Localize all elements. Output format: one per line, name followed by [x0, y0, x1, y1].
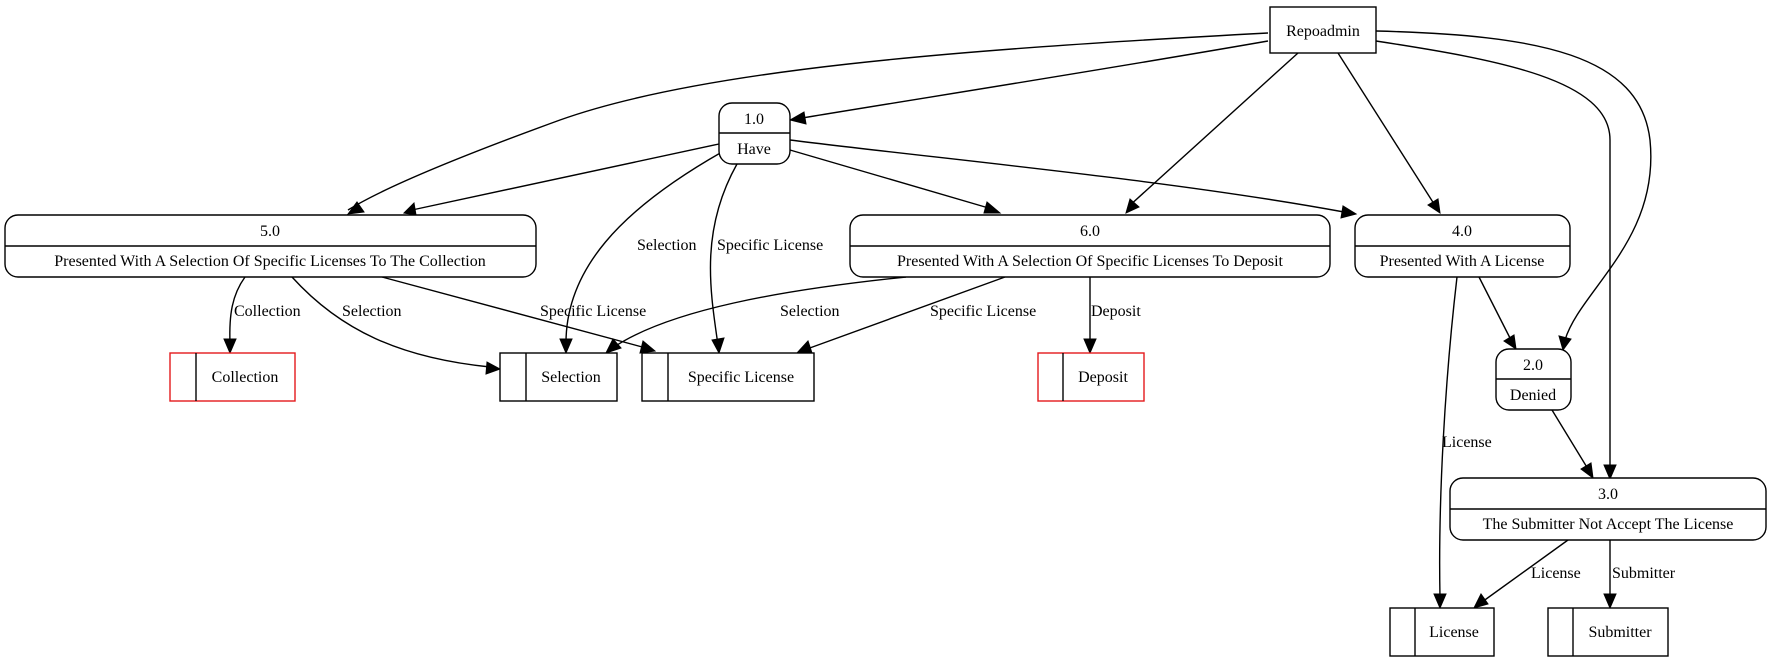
arrowhead: [605, 338, 622, 354]
edge-1.0-to-selection: [565, 151, 723, 346]
process-4.0[interactable]: 4.0 Presented With A License: [1354, 214, 1571, 278]
arrowhead: [1473, 593, 1489, 609]
process-id: 2.0: [1523, 357, 1543, 374]
edge-4.0-to-license: [1438, 276, 1458, 599]
edge-5.0-to-collection: [229, 276, 246, 344]
edge-1.0-to-4.0: [789, 139, 1345, 213]
process-1.0[interactable]: 1.0 Have: [718, 102, 791, 165]
store-label: Deposit: [1078, 369, 1128, 386]
entity-label: Repoadmin: [1286, 23, 1360, 40]
edge-label: Deposit: [1091, 303, 1141, 320]
arrowhead: [1580, 462, 1594, 480]
process-id: 1.0: [744, 111, 764, 128]
arrowhead: [559, 338, 573, 355]
edge-label: Selection: [342, 303, 402, 320]
data-store-submitter[interactable]: Submitter: [1547, 607, 1669, 657]
edge-repoadmin-to-2.0: [1375, 30, 1652, 341]
process-id: 6.0: [1080, 223, 1100, 240]
edge-5.0-to-specific-license: [381, 276, 647, 349]
edge-label: Specific License: [930, 303, 1036, 320]
edge-repoadmin-to-6.0: [1127, 52, 1299, 208]
arrowhead: [1503, 334, 1517, 351]
data-store-collection[interactable]: Collection: [169, 352, 296, 402]
arrowhead: [1083, 338, 1097, 355]
arrowhead: [1125, 198, 1140, 214]
edge-label: License: [1442, 434, 1492, 451]
edge-label: Selection: [637, 237, 697, 254]
arrowhead: [795, 340, 813, 354]
external-entity-repoadmin[interactable]: Repoadmin: [1269, 6, 1377, 54]
arrowhead: [1433, 593, 1447, 610]
edge-repoadmin-to-1.0: [789, 40, 1269, 121]
store-label: Specific License: [688, 369, 794, 386]
edge-label: License: [1531, 565, 1581, 582]
arrowhead: [1603, 593, 1617, 610]
edge-repoadmin-to-4.0: [1337, 52, 1437, 208]
edge-6.0-to-selection: [613, 276, 907, 348]
edge-1.0-to-5.0: [411, 143, 720, 211]
arrowhead: [1558, 335, 1572, 352]
edge-repoadmin-to-3.0: [1375, 40, 1611, 468]
process-label: Presented With A License: [1380, 253, 1545, 270]
arrowhead: [223, 338, 237, 355]
arrowhead: [346, 201, 365, 215]
edge-1.0-to-6.0: [789, 149, 993, 210]
arrowhead: [639, 340, 657, 354]
arrowhead: [1340, 205, 1358, 219]
edge-1.0-to-specific-license: [709, 163, 738, 346]
data-store-deposit[interactable]: Deposit: [1037, 352, 1145, 402]
process-label: The Submitter Not Accept The License: [1483, 516, 1734, 533]
process-label: Presented With A Selection Of Specific L…: [897, 253, 1284, 270]
edge-5.0-to-selection: [291, 276, 491, 368]
process-id: 4.0: [1452, 223, 1472, 240]
edge-4.0-to-2.0: [1478, 276, 1512, 341]
store-label: Collection: [212, 369, 279, 386]
arrowhead: [983, 201, 1002, 214]
store-label: Selection: [541, 369, 601, 386]
store-label: Submitter: [1588, 624, 1652, 641]
edge-label: Collection: [234, 303, 301, 320]
arrowhead: [1427, 198, 1441, 215]
edges: [223, 30, 1652, 610]
data-store-selection[interactable]: Selection: [499, 352, 618, 402]
process-label: Presented With A Selection Of Specific L…: [54, 253, 485, 270]
edge-labels: Selection Specific License Collection Se…: [234, 237, 1676, 582]
arrowhead: [1603, 464, 1617, 481]
process-label: Denied: [1510, 387, 1556, 404]
edge-label: Specific License: [540, 303, 646, 320]
process-6.0[interactable]: 6.0 Presented With A Selection Of Specif…: [849, 214, 1331, 278]
data-store-license[interactable]: License: [1389, 607, 1495, 657]
edge-repoadmin-to-5.0: [347, 32, 1269, 211]
arrowhead: [711, 337, 725, 355]
process-id: 3.0: [1598, 486, 1618, 503]
data-store-specific-license[interactable]: Specific License: [641, 352, 815, 402]
edge-label: Submitter: [1612, 565, 1676, 582]
edge-label: Selection: [780, 303, 840, 320]
store-label: License: [1429, 624, 1479, 641]
edge-6.0-to-specific-license: [806, 276, 1006, 350]
process-5.0[interactable]: 5.0 Presented With A Selection Of Specif…: [4, 214, 537, 278]
arrowhead: [402, 201, 417, 216]
arrowhead: [788, 111, 807, 125]
edge-3.0-to-license: [1481, 539, 1569, 603]
process-id: 5.0: [260, 223, 280, 240]
edge-label: Specific License: [717, 237, 823, 254]
process-3.0[interactable]: 3.0 The Submitter Not Accept The License: [1449, 477, 1767, 541]
arrowhead: [485, 361, 502, 375]
process-label: Have: [737, 141, 771, 158]
edge-2.0-to-3.0: [1551, 409, 1589, 470]
process-2.0[interactable]: 2.0 Denied: [1495, 348, 1572, 411]
